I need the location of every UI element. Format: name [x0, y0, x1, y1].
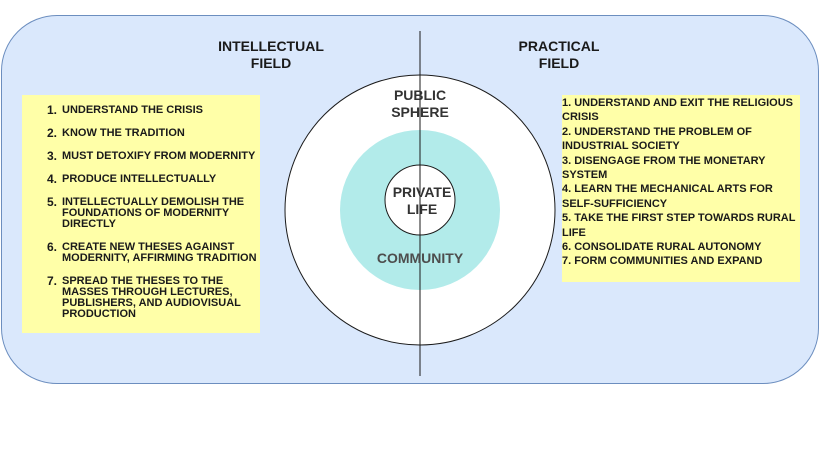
practical-title-line2: FIELD [538, 55, 580, 71]
step-number: 5. [47, 195, 58, 209]
step-text: SPREAD THE THESES TO THE MASSES THROUGH … [62, 275, 241, 320]
intellectual-step: 6. CREATE NEW THESES AGAINST MODERNITY, A… [47, 240, 257, 264]
step-number: 2. [47, 126, 58, 140]
step-number: 3. [47, 149, 58, 163]
intellectual-title-line1: INTELLECTUAL [218, 38, 324, 54]
public-sphere-line2: SPHERE [391, 104, 449, 120]
step-number: 4. [47, 172, 58, 186]
step-number: 1. [47, 103, 58, 117]
practical-step: 4. LEARN THE MECHANICAL ARTS FOR SELF-SU… [562, 183, 773, 210]
step-text: MUST DETOXIFY FROM MODERNITY [62, 150, 256, 162]
intellectual-steps-note: 1. UNDERSTAND THE CRISIS 2. KNOW THE TRADI… [22, 95, 260, 333]
intellectual-step: 2. KNOW THE TRADITION [47, 126, 257, 140]
step-text: PRODUCE INTELLECTUALLY [62, 173, 217, 185]
step-number: 7. [47, 274, 58, 288]
practical-title-line1: PRACTICAL [518, 38, 600, 54]
practical-field-title: PRACTICAL FIELD [484, 38, 634, 72]
practical-step: 1. UNDERSTAND AND EXIT THE RELIGIOUS CRI… [562, 97, 794, 124]
intellectual-step: 4. PRODUCE INTELLECTUALLY [47, 172, 257, 186]
step-text: UNDERSTAND THE CRISIS [62, 104, 203, 116]
intellectual-step: 1. UNDERSTAND THE CRISIS [47, 103, 257, 117]
step-text: CREATE NEW THESES AGAINST MODERNITY, AFF… [62, 241, 257, 264]
intellectual-step: 5. INTELLECTUALLY DEMOLISH THE FOUNDATION… [47, 195, 257, 230]
practical-step: 2. UNDERSTAND THE PROBLEM OF INDUSTRIAL … [562, 125, 752, 153]
intellectual-step: 3. MUST DETOXIFY FROM MODERNITY [47, 149, 257, 163]
practical-step: 5. TAKE THE FIRST STEP TOWARDS RURAL LIF… [562, 212, 796, 239]
intellectual-step: 7. SPREAD THE THESES TO THE MASSES THROUG… [47, 274, 257, 320]
practical-steps-list: 1. UNDERSTAND AND EXIT THE RELIGIOUS CRI… [562, 96, 800, 269]
step-number: 6. [47, 240, 58, 254]
private-life-label: PRIVATE LIFE [382, 184, 462, 218]
intellectual-steps-list: 1. UNDERSTAND THE CRISIS 2. KNOW THE TRADI… [47, 103, 257, 332]
public-sphere-label: PUBLIC SPHERE [370, 87, 470, 121]
step-text: KNOW THE TRADITION [62, 127, 185, 139]
intellectual-title-line2: FIELD [250, 55, 292, 71]
community-label: COMMUNITY [376, 250, 464, 266]
practical-step: 6. CONSOLIDATE RURAL AUTONOMY [562, 241, 762, 254]
practical-step: 7. FORM COMMUNITIES AND EXPAND [562, 255, 763, 268]
practical-step: 3. DISENGAGE FROM THE MONETARY SYSTEM [562, 154, 766, 182]
step-text: INTELLECTUALLY DEMOLISH THE FOUNDATIONS … [62, 196, 245, 230]
public-sphere-line1: PUBLIC [393, 87, 447, 103]
private-life-line1: PRIVATE [392, 184, 452, 200]
intellectual-field-title: INTELLECTUAL FIELD [196, 38, 346, 72]
private-life-line2: LIFE [406, 201, 438, 217]
practical-steps-note: 1. UNDERSTAND AND EXIT THE RELIGIOUS CRI… [562, 95, 800, 282]
